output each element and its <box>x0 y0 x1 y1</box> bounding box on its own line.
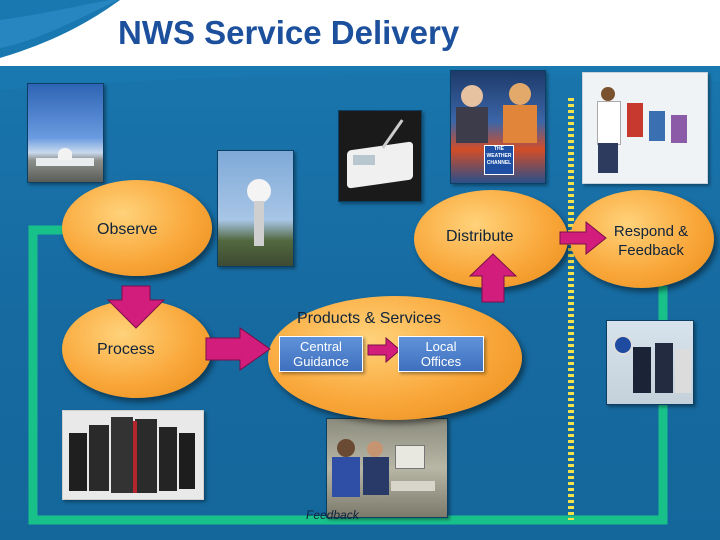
central-to-local-arrow <box>367 336 401 364</box>
forecasters-photo <box>326 418 448 518</box>
central-guidance-box: Central Guidance <box>279 336 363 372</box>
observe-oval <box>62 180 212 276</box>
process-label: Process <box>97 341 155 358</box>
local-offices-box: Local Offices <box>398 336 484 372</box>
distribute-label: Distribute <box>446 228 514 245</box>
divider-line <box>568 98 574 520</box>
weather-channel-photo: THE WEATHER CHANNEL <box>450 70 546 184</box>
emergency-responders-photo <box>606 320 694 405</box>
process-to-products-arrow <box>205 327 271 371</box>
distribute-to-respond-arrow <box>559 220 607 256</box>
observe-to-process-arrow <box>106 285 166 329</box>
supercomputer-photo <box>62 410 204 500</box>
products-to-distribute-arrow <box>468 253 518 303</box>
weather-channel-logo: THE WEATHER CHANNEL <box>484 145 514 175</box>
respond-feedback-label: Respond & Feedback <box>613 223 689 259</box>
central-guidance-label: Central Guidance <box>293 339 349 369</box>
title-band <box>0 0 720 66</box>
products-services-label: Products & Services <box>297 310 442 327</box>
observation-station-photo <box>27 83 104 183</box>
people-evacuating-photo <box>582 72 708 184</box>
feedback-label: Feedback <box>306 508 359 522</box>
radar-tower-photo <box>217 150 294 267</box>
local-offices-label: Local Offices <box>420 339 462 369</box>
page-title: NWS Service Delivery <box>118 14 460 51</box>
observe-label: Observe <box>97 221 158 238</box>
weather-radio-photo <box>338 110 422 202</box>
